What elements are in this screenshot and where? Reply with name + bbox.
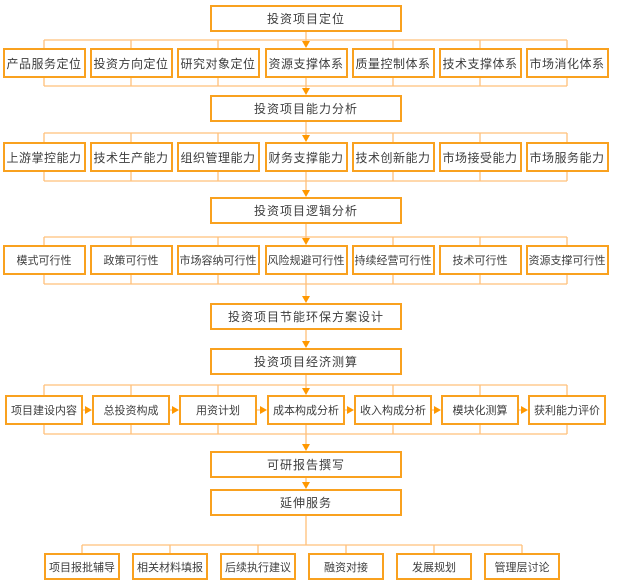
node-product-service-positioning: 产品服务定位 (2, 48, 86, 78)
node-policy-feasibility: 政策可行性 (89, 245, 173, 275)
node-economic-calculation: 投资项目经济测算 (210, 348, 402, 375)
node-financial-support-capability: 财务支撑能力 (264, 142, 348, 172)
node-income-composition-analysis: 收入构成分析 (354, 395, 432, 425)
node-development-planning: 发展规划 (396, 553, 472, 580)
node-resource-support-feasibility: 资源支撑可行性 (525, 245, 609, 275)
node-market-absorption-system: 市场消化体系 (525, 48, 609, 78)
node-technical-production-capability: 技术生产能力 (89, 142, 173, 172)
node-management-discussion: 管理层讨论 (484, 553, 560, 580)
node-logic-analysis: 投资项目逻辑分析 (210, 197, 402, 224)
node-capability-analysis: 投资项目能力分析 (210, 95, 402, 122)
node-quality-control-system: 质量控制体系 (351, 48, 435, 78)
node-market-capacity-feasibility: 市场容纳可行性 (176, 245, 260, 275)
node-model-feasibility: 模式可行性 (2, 245, 86, 275)
node-market-acceptance-capability: 市场接受能力 (438, 142, 522, 172)
node-cost-composition-analysis: 成本构成分析 (267, 395, 345, 425)
node-feasibility-report-writing: 可研报告撰写 (210, 451, 402, 478)
node-energy-saving-environmental-design: 投资项目节能环保方案设计 (210, 303, 402, 330)
node-risk-avoidance-feasibility: 风险规避可行性 (264, 245, 348, 275)
node-project-approval-guidance: 项目报批辅导 (44, 553, 120, 580)
node-profitability-evaluation: 获利能力评价 (528, 395, 606, 425)
node-project-construction-content: 项目建设内容 (5, 395, 83, 425)
node-upstream-control-capability: 上游掌控能力 (2, 142, 86, 172)
node-technical-support-system: 技术支撑体系 (438, 48, 522, 78)
node-fund-use-plan: 用资计划 (179, 395, 257, 425)
node-technical-feasibility: 技术可行性 (438, 245, 522, 275)
node-resource-support-system: 资源支撑体系 (264, 48, 348, 78)
node-organization-management-capability: 组织管理能力 (176, 142, 260, 172)
node-market-service-capability: 市场服务能力 (525, 142, 609, 172)
node-investment-direction-positioning: 投资方向定位 (89, 48, 173, 78)
node-total-investment-composition: 总投资构成 (92, 395, 170, 425)
node-financing-matchmaking: 融资对接 (308, 553, 384, 580)
node-follow-up-execution-advice: 后续执行建议 (220, 553, 296, 580)
node-sustainable-operation-feasibility: 持续经营可行性 (351, 245, 435, 275)
node-technical-innovation-capability: 技术创新能力 (351, 142, 435, 172)
node-modular-calculation: 模块化测算 (441, 395, 519, 425)
node-research-object-positioning: 研究对象定位 (176, 48, 260, 78)
node-extended-services: 延伸服务 (210, 489, 402, 516)
node-investment-project-positioning: 投资项目定位 (210, 5, 402, 32)
node-related-materials-filling: 相关材料填报 (132, 553, 208, 580)
